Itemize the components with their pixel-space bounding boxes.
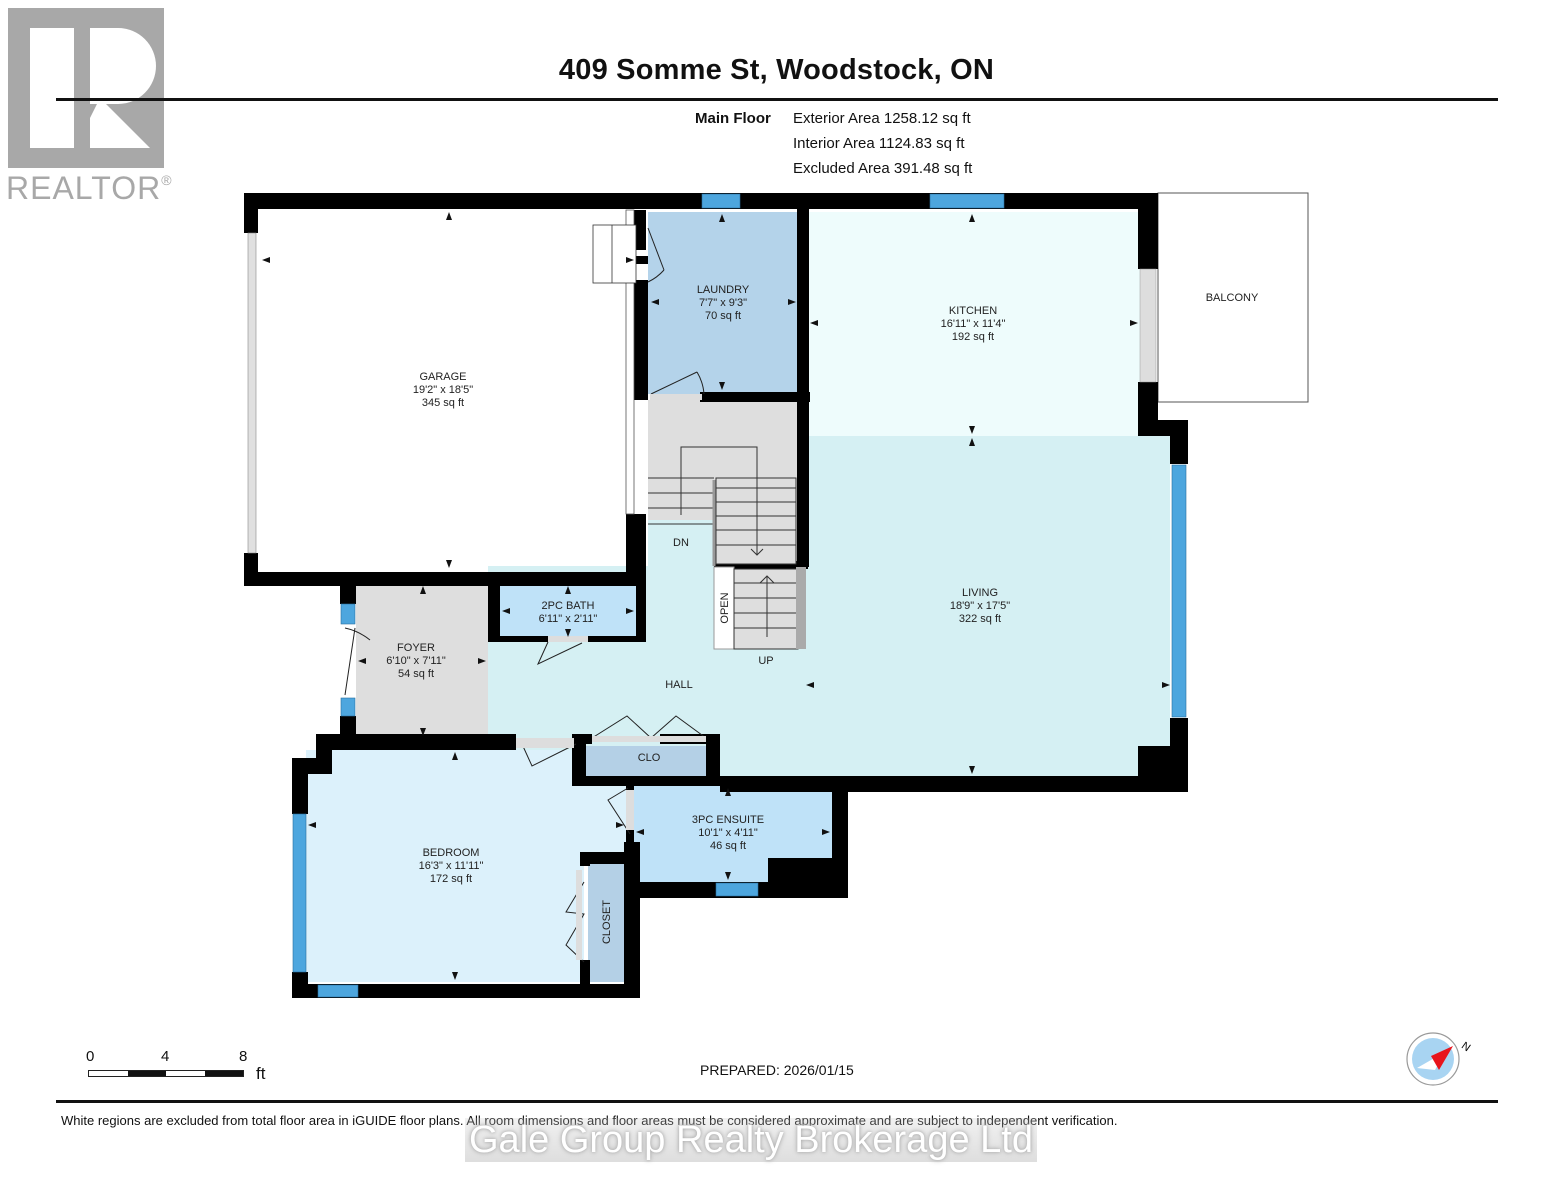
excluded-area: Excluded Area 391.48 sq ft <box>793 160 973 177</box>
laundry-dims: 7'7" x 9'3" <box>699 297 747 309</box>
disclaimer: White regions are excluded from total fl… <box>61 1113 1118 1128</box>
compass-n-label: N <box>1459 1040 1472 1054</box>
bottom-divider <box>56 1100 1498 1103</box>
windows <box>292 193 1187 998</box>
interior-area: Interior Area 1124.83 sq ft <box>793 135 965 152</box>
living-area: 322 sq ft <box>959 613 1001 625</box>
kitchen-area: 192 sq ft <box>952 331 994 343</box>
ensuite-label: 3PC ENSUITE <box>692 814 764 826</box>
scale-bar <box>88 1070 244 1077</box>
doors <box>344 227 707 963</box>
bedroom-area: 172 sq ft <box>430 873 472 885</box>
laundry-label: LAUNDRY <box>697 284 750 296</box>
scale-tick-8: 8 <box>239 1048 248 1065</box>
kitchen-dims: 16'11" x 11'4" <box>941 318 1006 330</box>
room-garage[interactable] <box>258 208 628 572</box>
floor-label: Main Floor <box>695 110 771 127</box>
room-clo[interactable] <box>586 746 716 776</box>
top-divider <box>56 98 1498 101</box>
realtor-r-icon <box>8 8 164 168</box>
dimension-markers <box>262 212 1170 980</box>
realtor-wordmark: REALTOR® <box>6 170 173 206</box>
prepared-date: PREPARED: 2026/01/15 <box>700 1062 854 1078</box>
watermark: Gale Group Realty Brokerage Ltd <box>465 1118 1037 1162</box>
room-living[interactable] <box>808 436 1170 776</box>
realtor-logo <box>8 8 164 168</box>
living-label: LIVING <box>962 587 998 599</box>
page-title: 409 Somme St, Woodstock, ON <box>558 54 995 86</box>
stair-open-label: OPEN <box>719 592 731 623</box>
north-compass-icon: N <box>1406 1032 1472 1086</box>
bath2pc-dims: 6'11" x 2'11" <box>539 613 598 625</box>
stair-up-label: UP <box>758 655 773 667</box>
room-foyer[interactable] <box>356 584 488 738</box>
clo-label: CLO <box>638 752 661 764</box>
hall-label: HALL <box>665 679 693 691</box>
balcony-label: BALCONY <box>1206 292 1259 304</box>
foyer-dims: 6'10" x 7'11" <box>386 655 446 667</box>
bath2pc-label: 2PC BATH <box>542 600 595 612</box>
scale-tick-0: 0 <box>86 1048 95 1065</box>
ensuite-area: 46 sq ft <box>710 840 746 852</box>
garage-label: GARAGE <box>419 371 466 383</box>
laundry-area: 70 sq ft <box>705 310 741 322</box>
room-kitchen[interactable] <box>808 212 1140 436</box>
scale-unit: ft <box>256 1064 266 1083</box>
compass: N <box>1405 1030 1472 1086</box>
exterior-area: Exterior Area 1258.12 sq ft <box>793 110 971 127</box>
closet-label: CLOSET <box>601 900 613 944</box>
kitchen-label: KITCHEN <box>949 305 997 317</box>
bedroom-label: BEDROOM <box>423 847 480 859</box>
scale-tick-4: 4 <box>161 1048 170 1065</box>
room-balcony[interactable] <box>1157 192 1309 403</box>
garage-dims: 19'2" x 18'5" <box>413 384 473 396</box>
bedroom-dims: 16'3" x 11'11" <box>419 860 484 872</box>
living-dims: 18'9" x 17'5" <box>950 600 1010 612</box>
room-laundry[interactable] <box>648 212 798 394</box>
ensuite-dims: 10'1" x 4'11" <box>698 827 758 839</box>
garage-area: 345 sq ft <box>422 397 464 409</box>
foyer-area: 54 sq ft <box>398 668 434 680</box>
foyer-label: FOYER <box>397 642 435 654</box>
room-closet[interactable] <box>588 862 624 982</box>
stair-down-label: DN <box>673 537 689 549</box>
stairs <box>648 446 806 650</box>
